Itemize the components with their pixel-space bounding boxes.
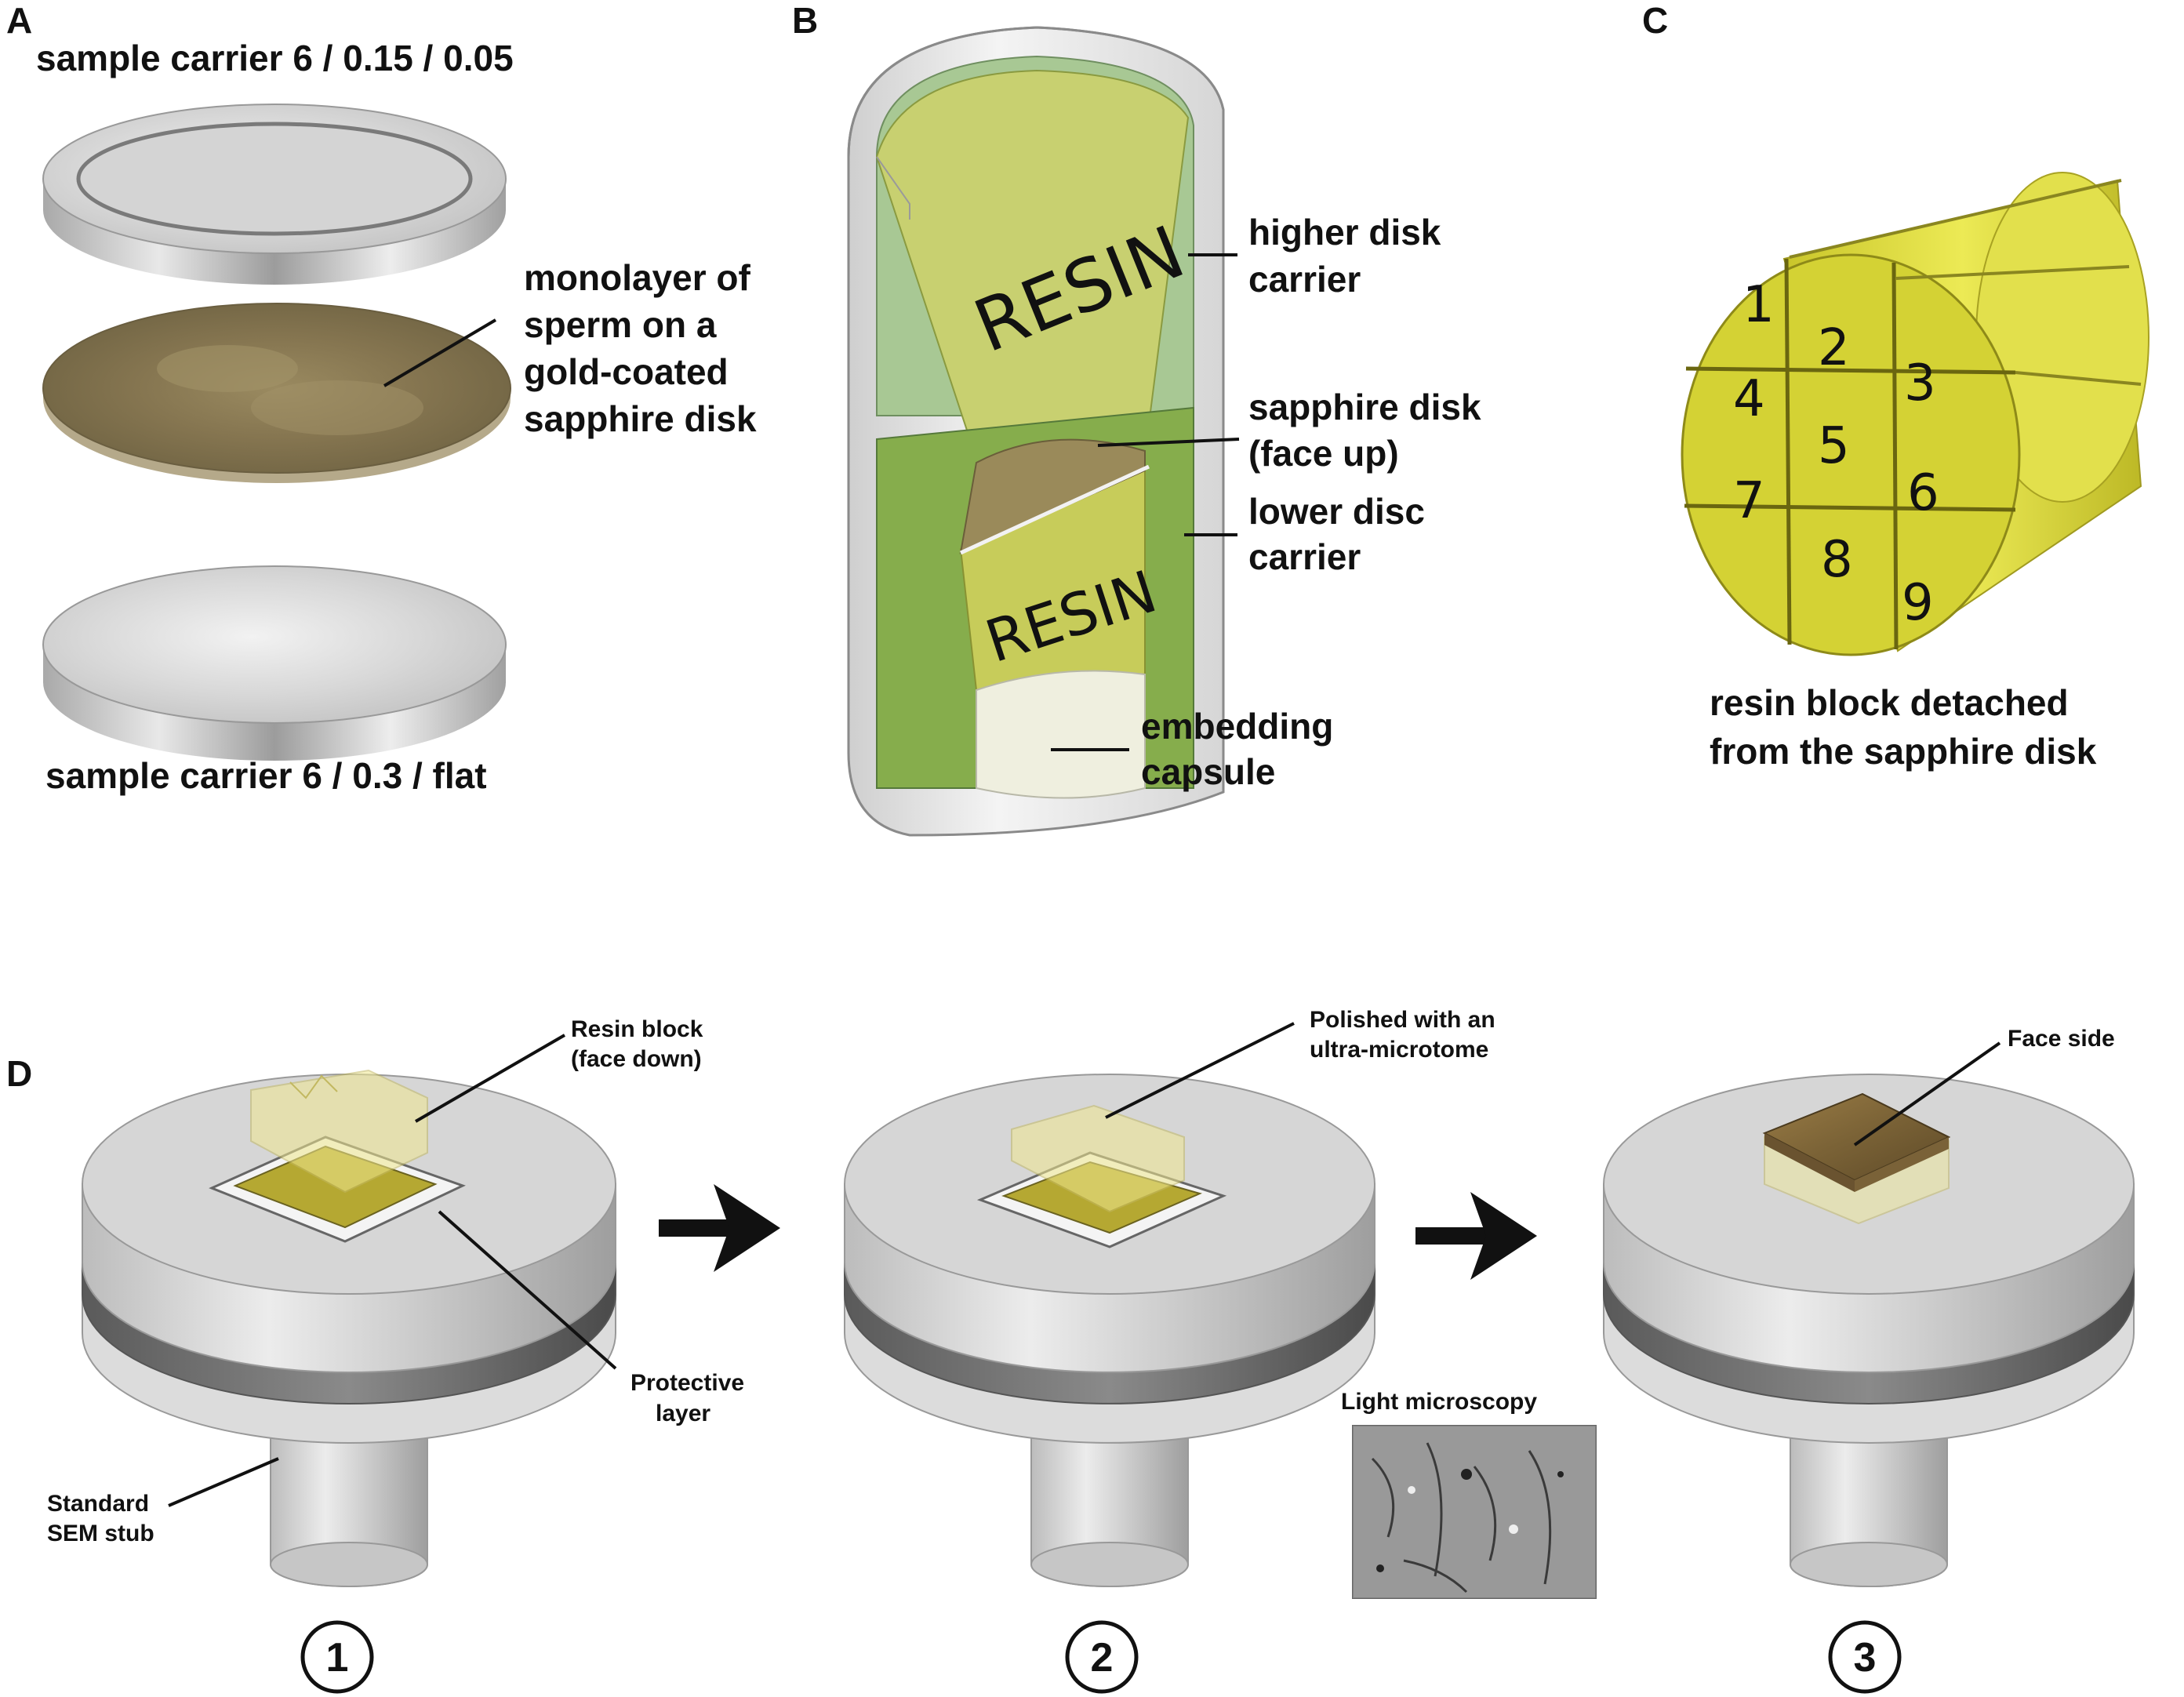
lower-carrier-line-1: lower disc bbox=[1248, 491, 1425, 532]
monolayer-line-4: sapphire disk bbox=[524, 398, 757, 439]
capsule-line-2: capsule bbox=[1141, 751, 1275, 792]
step-1-marker: 1 bbox=[300, 1620, 374, 1694]
leader-polished bbox=[1105, 1022, 1295, 1119]
resin-block-cylinder bbox=[1681, 172, 2149, 656]
sapphire-disk-a bbox=[42, 303, 511, 483]
panel-letter-d: D bbox=[6, 1053, 32, 1094]
panel-letter-b: B bbox=[792, 0, 818, 41]
top-sample-carrier bbox=[42, 104, 507, 285]
step-2-marker: 2 bbox=[1065, 1620, 1139, 1694]
segment-9: 9 bbox=[1902, 574, 1934, 632]
segment-8: 8 bbox=[1821, 531, 1853, 589]
sem-stub-3 bbox=[1603, 1074, 2135, 1587]
panel-c: C 1 2 3 4 5 6 7 8 9 resin block detached… bbox=[1642, 0, 2149, 772]
higher-carrier-line-2: carrier bbox=[1248, 259, 1361, 300]
stub-line-1: Standard bbox=[47, 1491, 149, 1517]
leader-face-side bbox=[1853, 1041, 2001, 1146]
protective-line-1: Protective bbox=[630, 1370, 744, 1396]
top-carrier-label: sample carrier 6 / 0.15 / 0.05 bbox=[36, 38, 514, 78]
step-1-number: 1 bbox=[326, 1635, 349, 1681]
leader-protective bbox=[438, 1210, 617, 1370]
segment-1: 1 bbox=[1742, 276, 1775, 334]
bottom-carrier-label: sample carrier 6 / 0.3 / flat bbox=[45, 755, 487, 796]
segment-2: 2 bbox=[1818, 319, 1850, 377]
stub-line-2: SEM stub bbox=[47, 1521, 154, 1546]
panel-letter-a: A bbox=[6, 0, 32, 41]
leader-monolayer bbox=[383, 318, 497, 387]
protective-line-2: layer bbox=[656, 1401, 710, 1426]
embedding-capsule bbox=[847, 26, 1225, 837]
sem-stub-2 bbox=[844, 1074, 1375, 1587]
leader-resin-block bbox=[414, 1034, 566, 1123]
polished-line-1: Polished with an bbox=[1310, 1007, 1495, 1033]
panel-b: B RESIN RESIN higher disk carrier bbox=[792, 0, 1481, 837]
segment-4: 4 bbox=[1733, 370, 1765, 428]
segment-7: 7 bbox=[1733, 472, 1765, 530]
sem-stub-1 bbox=[82, 1069, 616, 1587]
higher-carrier-line-1: higher disk bbox=[1248, 212, 1441, 253]
step-3-marker: 3 bbox=[1828, 1620, 1902, 1694]
arrow-right-1 bbox=[659, 1184, 780, 1272]
light-microscopy-label: Light microscopy bbox=[1341, 1389, 1537, 1415]
panel-a: A sample carrier 6 / 0.15 / 0.05 monolay… bbox=[6, 0, 757, 796]
leader-sapphire bbox=[1097, 438, 1240, 447]
lower-carrier-line-2: carrier bbox=[1248, 536, 1361, 577]
step-2-number: 2 bbox=[1091, 1635, 1114, 1681]
panel-letter-c: C bbox=[1642, 0, 1668, 41]
leader-stub bbox=[168, 1457, 279, 1507]
segment-6: 6 bbox=[1907, 464, 1939, 522]
segment-5: 5 bbox=[1818, 417, 1850, 475]
face-side-label: Face side bbox=[2008, 1026, 2115, 1052]
segment-3: 3 bbox=[1904, 354, 1936, 412]
monolayer-line-2: sperm on a bbox=[524, 304, 717, 345]
polished-line-2: ultra-microtome bbox=[1310, 1037, 1488, 1063]
resin-block-line-2: (face down) bbox=[571, 1046, 702, 1072]
monolayer-line-1: monolayer of bbox=[524, 257, 751, 298]
monolayer-line-3: gold-coated bbox=[524, 351, 729, 392]
step-3-number: 3 bbox=[1854, 1635, 1877, 1681]
sapphire-line-2: (face up) bbox=[1248, 433, 1399, 474]
light-microscopy-image bbox=[1352, 1425, 1597, 1599]
resin-block-line-1: Resin block bbox=[571, 1016, 703, 1042]
caption-c-line-1: resin block detached bbox=[1710, 682, 2069, 723]
arrow-right-2 bbox=[1415, 1192, 1537, 1280]
panel-d: D Resin block (face down) Protective lay… bbox=[6, 1007, 2135, 1694]
sapphire-line-1: sapphire disk bbox=[1248, 387, 1481, 427]
capsule-line-1: embedding bbox=[1141, 706, 1333, 747]
bottom-sample-carrier bbox=[42, 565, 507, 761]
caption-c-line-2: from the sapphire disk bbox=[1710, 731, 2097, 772]
